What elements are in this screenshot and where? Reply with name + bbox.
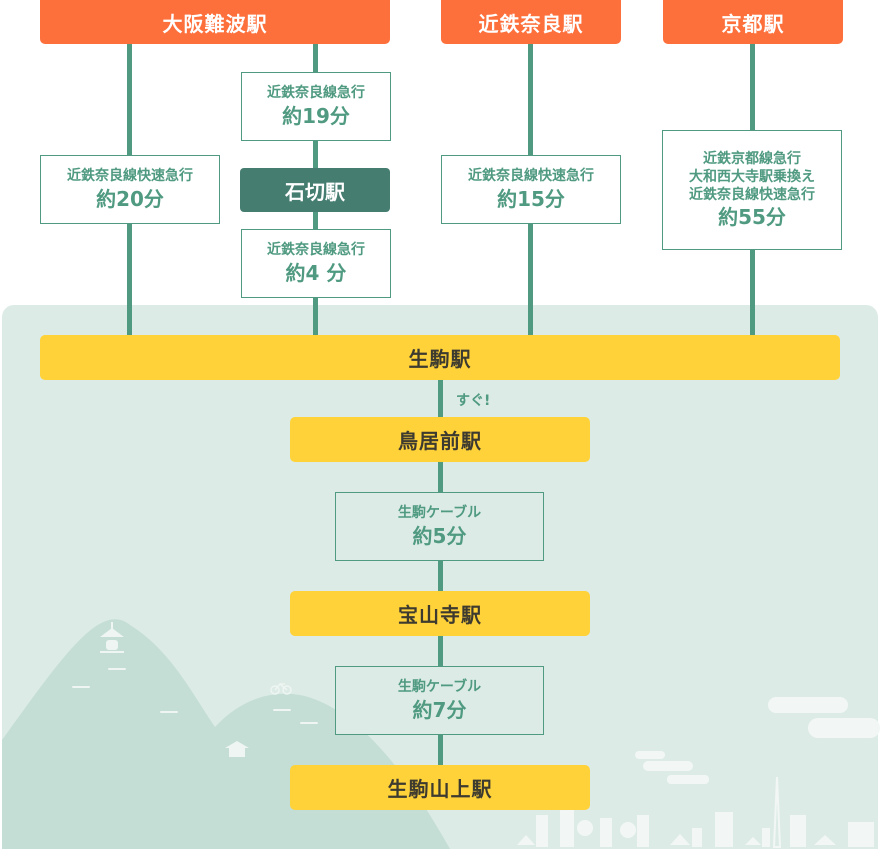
route-transfer: 大和西大寺駅乗換え	[689, 168, 815, 185]
route-time: 約4 分	[285, 260, 347, 285]
route-time: 約19分	[282, 103, 350, 128]
route-info-kyoto: 近鉄京都線急行 大和西大寺駅乗換え 近鉄奈良線快速急行 約55分	[662, 130, 842, 250]
route-line: 近鉄奈良線急行	[267, 85, 365, 102]
city-skyline	[517, 776, 874, 848]
cloud-icon	[635, 697, 880, 784]
route-time: 約20分	[96, 186, 164, 211]
origin-station-kyoto[interactable]: 京都駅	[663, 0, 843, 44]
shrine-icon	[225, 741, 249, 757]
route-info-namba-direct: 近鉄奈良線快速急行 約20分	[40, 155, 220, 224]
route-line: 近鉄奈良線快速急行	[689, 187, 815, 204]
bicycle-icon	[270, 682, 292, 695]
route-info-cable-2: 生駒ケーブル 約7分	[335, 666, 544, 735]
route-line: 近鉄奈良線快速急行	[67, 168, 193, 185]
route-time: 約7分	[412, 697, 467, 722]
route-info-cable-1: 生駒ケーブル 約5分	[335, 492, 544, 561]
route-line: 生駒ケーブル	[397, 679, 482, 696]
route-line: 生駒ケーブル	[397, 505, 482, 522]
route-info-namba-ishikiri: 近鉄奈良線急行 約19分	[241, 72, 391, 141]
station-ikoma[interactable]: 生駒駅	[40, 335, 840, 380]
station-ikoma-sanjo[interactable]: 生駒山上駅	[290, 765, 590, 810]
route-time: 約5分	[412, 523, 467, 548]
route-time: 約15分	[497, 186, 565, 211]
station-hozanji[interactable]: 宝山寺駅	[290, 591, 590, 636]
line-cable	[438, 380, 443, 768]
origin-station-kintetsu-nara[interactable]: 近鉄奈良駅	[441, 0, 621, 44]
walk-note: すぐ!	[456, 393, 491, 409]
route-info-ishikiri-ikoma: 近鉄奈良線急行 約4 分	[241, 229, 391, 298]
route-line: 近鉄京都線急行	[703, 150, 801, 167]
route-info-nara: 近鉄奈良線快速急行 約15分	[441, 155, 621, 224]
route-time: 約55分	[718, 205, 786, 230]
origin-station-namba[interactable]: 大阪難波駅	[40, 0, 390, 44]
route-line: 近鉄奈良線急行	[267, 242, 365, 259]
station-toriimae[interactable]: 鳥居前駅	[290, 417, 590, 462]
footprints	[72, 668, 318, 724]
merry-go-round-icon	[100, 622, 124, 653]
station-ishikiri[interactable]: 石切駅	[240, 168, 390, 212]
route-line: 近鉄奈良線快速急行	[468, 168, 594, 185]
